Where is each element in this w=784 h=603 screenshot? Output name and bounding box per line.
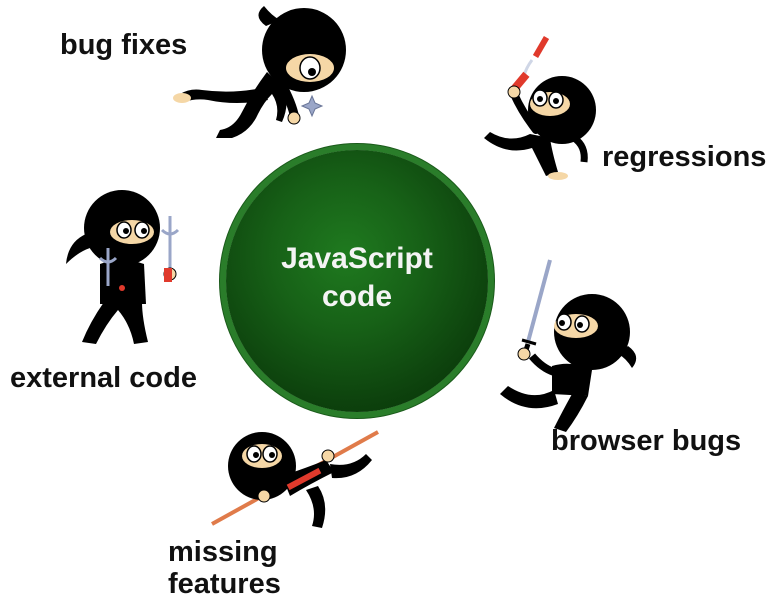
center-label-line1: JavaScript: [281, 242, 433, 275]
label-regressions: regressions: [602, 141, 767, 173]
center-circle: [226, 150, 488, 412]
label-external-code: external code: [10, 362, 197, 394]
label-missing-features: missing features: [168, 536, 281, 600]
label-missing-line1: missing: [168, 536, 278, 568]
katana-icon: [521, 259, 552, 357]
ninja-icon: [211, 430, 379, 528]
label-browser-bugs: browser bugs: [551, 425, 742, 457]
ninja-icon: [173, 6, 346, 138]
ninja-icon: [500, 259, 637, 432]
center-label-line2: code: [321, 280, 393, 313]
label-bug-fixes: bug fixes: [60, 29, 188, 61]
shuriken-icon: [300, 94, 324, 118]
label-missing-line2: features: [168, 568, 281, 600]
ninja-icon: [66, 190, 180, 344]
sai-icon: [98, 216, 180, 286]
ninja-icon: [484, 35, 596, 180]
center-label: JavaScript code: [226, 240, 488, 316]
